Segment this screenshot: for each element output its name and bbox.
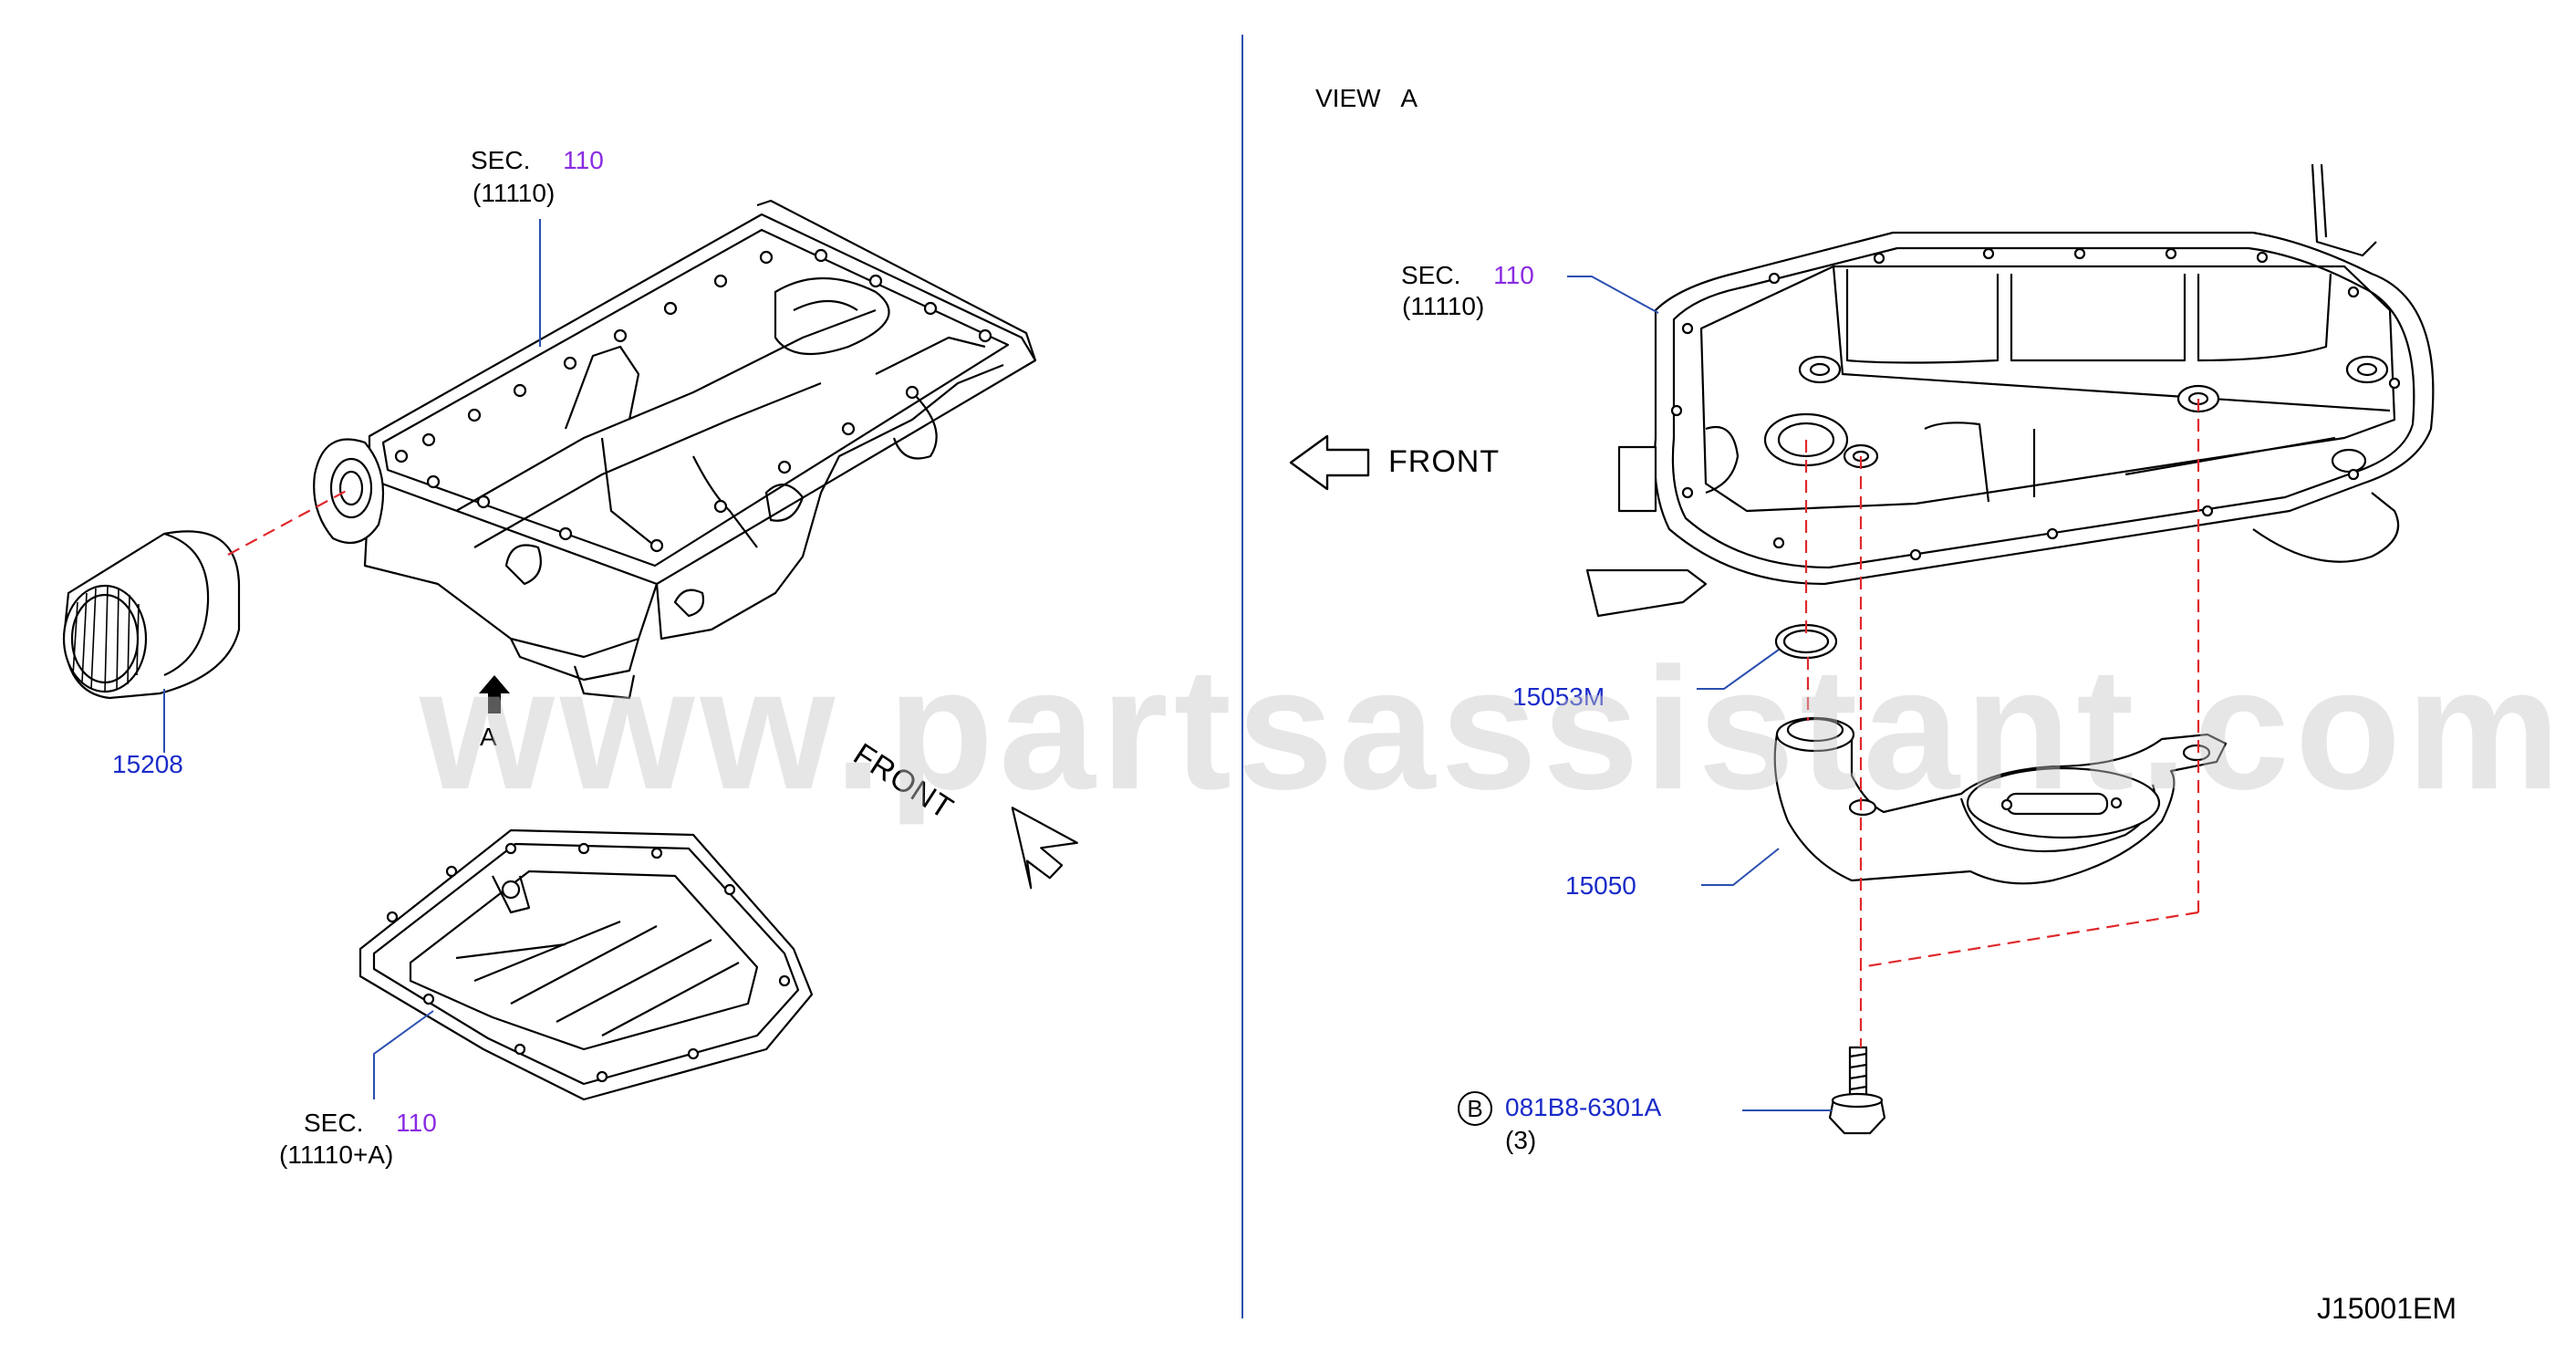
- alignment-dashed-lines: [1804, 399, 2200, 1047]
- view-a-arrow: [479, 675, 510, 713]
- lower-pan-sec-number[interactable]: 110: [396, 1109, 437, 1137]
- upper-pan-sec-number[interactable]: 110: [563, 146, 604, 174]
- diagram-code: J15001EM: [2317, 1292, 2457, 1325]
- strainer-leader: [1701, 848, 1780, 886]
- lower-pan-sec-label: SEC. 110: [304, 1109, 437, 1138]
- lower-pan-part-code: (11110+A): [279, 1140, 394, 1169]
- o-ring-drawing[interactable]: [1774, 623, 1838, 660]
- oil-filter-part-number[interactable]: 15208: [112, 750, 183, 778]
- o-ring-part-number[interactable]: 15053M: [1512, 682, 1605, 711]
- lower-pan-leader: [373, 1010, 434, 1099]
- bolt-drawing[interactable]: [1828, 1046, 1886, 1135]
- strainer-drawing[interactable]: [1773, 716, 2228, 885]
- upper-pan-part-code: (11110): [473, 179, 556, 207]
- view-a-pan-sec-text: SEC.: [1401, 261, 1461, 289]
- o-ring-leader: [1697, 649, 1780, 690]
- strainer-part-number[interactable]: 15050: [1565, 871, 1636, 900]
- lower-oil-pan-drawing[interactable]: [358, 828, 814, 1101]
- front-arrow-right: [1289, 434, 1370, 491]
- view-a-pan-part-code: (11110): [1402, 292, 1485, 320]
- bolt-badge: B: [1458, 1091, 1492, 1126]
- view-a-pan-sec-number[interactable]: 110: [1493, 261, 1534, 289]
- view-a-oil-pan-drawing[interactable]: [1585, 163, 2435, 618]
- front-label-right: FRONT: [1388, 444, 1501, 479]
- filter-dashed-line: [227, 487, 352, 556]
- view-a-title: VIEW A: [1315, 84, 1418, 112]
- upper-pan-sec-text: SEC.: [471, 146, 531, 174]
- lower-pan-sec-text: SEC.: [304, 1109, 364, 1137]
- bolt-part-number[interactable]: 081B8-6301A: [1505, 1093, 1662, 1121]
- bolt-quantity: (3): [1505, 1126, 1537, 1154]
- front-arrow-left: [1011, 807, 1078, 890]
- upper-oil-pan-drawing[interactable]: [313, 199, 1037, 700]
- upper-pan-sec-label: SEC. 110: [471, 146, 604, 175]
- view-a-pan-sec-label: SEC. 110: [1401, 261, 1534, 290]
- oil-filter-drawing[interactable]: [62, 530, 241, 700]
- view-a-marker-label: A: [480, 723, 497, 751]
- view-a-pan-leader: [1567, 276, 1659, 314]
